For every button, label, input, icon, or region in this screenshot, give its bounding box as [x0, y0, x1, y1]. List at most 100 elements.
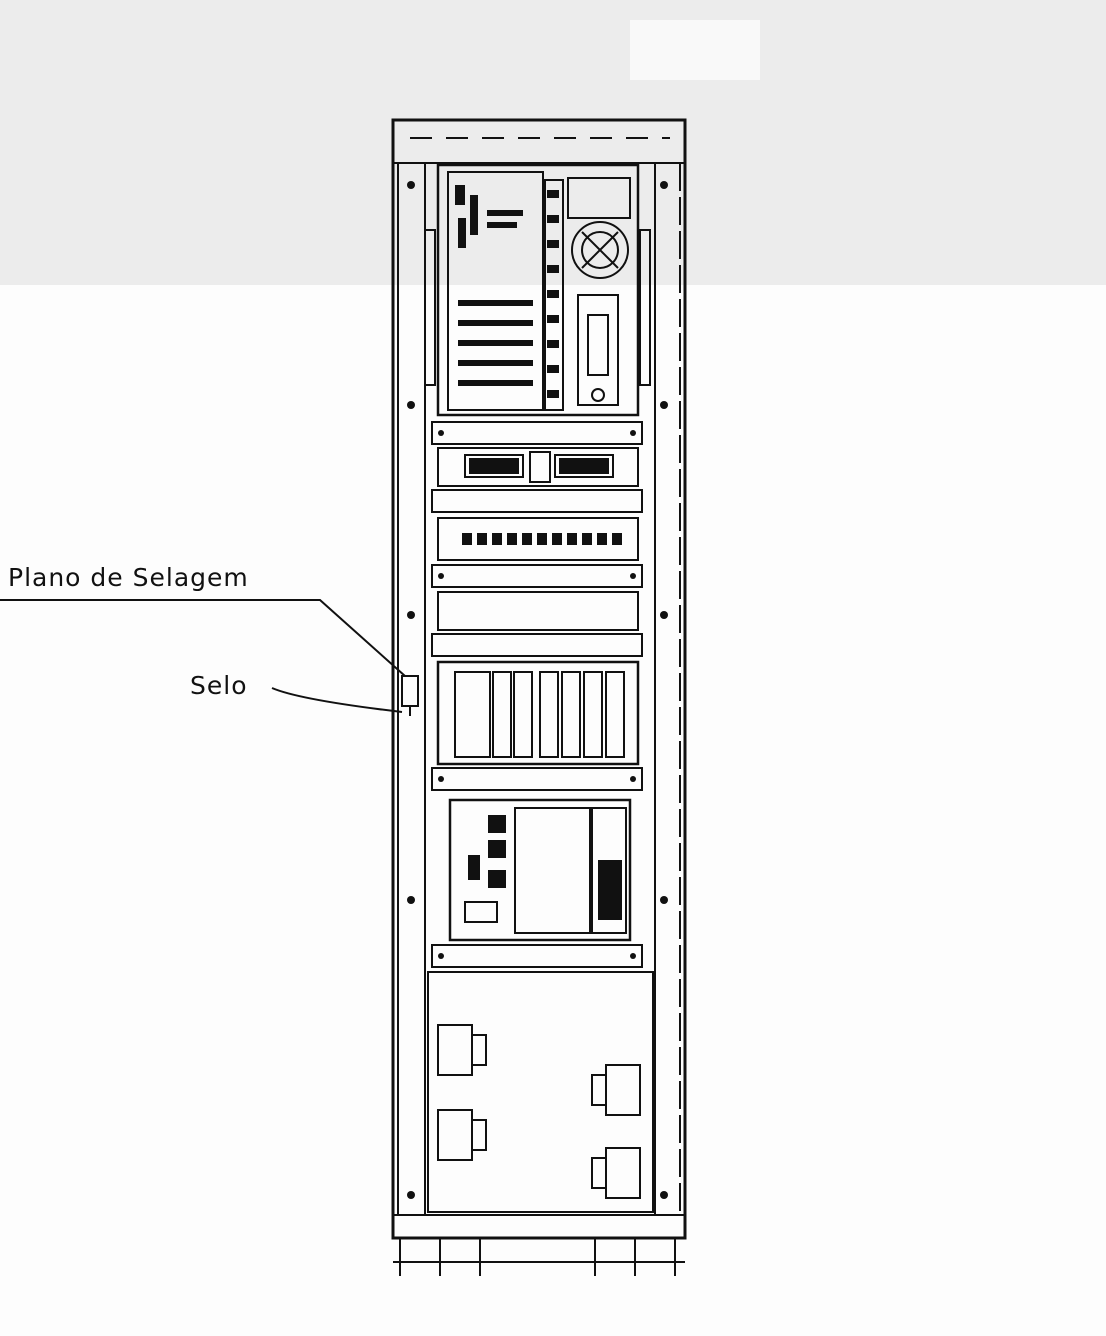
terminal-fill	[598, 860, 622, 920]
screw	[407, 896, 415, 904]
port	[567, 533, 577, 545]
card	[458, 380, 533, 386]
port	[507, 533, 517, 545]
seal-label: Selo	[190, 671, 248, 700]
port	[552, 533, 562, 545]
port	[522, 533, 532, 545]
chip	[487, 222, 517, 228]
outlet-plug	[591, 1157, 607, 1189]
plc-module	[605, 671, 625, 758]
slot-tab	[547, 390, 559, 398]
slot-tab	[547, 215, 559, 223]
display-fill	[559, 458, 609, 474]
outlet	[605, 1147, 641, 1199]
outlet	[437, 1109, 473, 1161]
screw	[438, 776, 444, 782]
plc-module	[539, 671, 559, 758]
chip	[470, 195, 478, 235]
card	[458, 360, 533, 366]
psu-top	[567, 177, 631, 219]
slot-tab	[547, 315, 559, 323]
screw	[438, 573, 444, 579]
fan-inner	[581, 231, 619, 269]
bottom-compartment	[427, 971, 654, 1213]
display-window	[554, 454, 614, 478]
power-module	[514, 807, 591, 934]
slot-tab	[547, 290, 559, 298]
chip	[455, 185, 465, 205]
outlet-plug	[591, 1074, 607, 1106]
display-window	[464, 454, 524, 478]
outlet-plug	[471, 1119, 487, 1151]
screw	[630, 776, 636, 782]
port	[582, 533, 592, 545]
blank-panel	[437, 591, 639, 631]
seal-leader	[271, 687, 403, 713]
slot-tab	[547, 340, 559, 348]
screw	[407, 1191, 415, 1199]
card	[458, 340, 533, 346]
panel-bar	[431, 767, 643, 791]
plc-module	[492, 671, 512, 758]
seal-plane-label: Plano de Selagem	[8, 563, 249, 592]
computer-unit	[436, 163, 640, 417]
panel-bar	[431, 564, 643, 588]
panel-bar	[431, 944, 643, 968]
slot-column	[544, 179, 564, 411]
port	[597, 533, 607, 545]
plc-rack	[436, 660, 640, 766]
screw	[660, 181, 668, 189]
port	[477, 533, 487, 545]
breaker	[468, 855, 480, 880]
port	[462, 533, 472, 545]
display-fill	[469, 458, 519, 474]
power-button	[591, 388, 605, 402]
terminal-block	[591, 807, 627, 934]
plc-module	[513, 671, 533, 758]
leader-lines	[0, 599, 406, 713]
switch-center	[529, 451, 551, 483]
switch-unit	[437, 447, 639, 487]
motherboard	[447, 171, 544, 411]
drive-slot	[587, 314, 609, 376]
screw	[630, 573, 636, 579]
screw	[630, 953, 636, 959]
panel-bar	[431, 633, 643, 657]
rack-cabinet	[391, 118, 687, 1276]
screw	[660, 611, 668, 619]
screw	[407, 611, 415, 619]
fan	[571, 221, 629, 279]
seal-device	[401, 675, 419, 707]
card	[458, 320, 533, 326]
drive-bay	[577, 294, 619, 406]
screw	[630, 430, 636, 436]
screw	[438, 953, 444, 959]
scan-shading	[0, 0, 1106, 285]
plc-module	[583, 671, 603, 758]
card	[458, 300, 533, 306]
filled-details	[455, 185, 622, 920]
outlet-plug	[471, 1034, 487, 1066]
port	[492, 533, 502, 545]
power-panel	[448, 798, 632, 942]
side-rail	[639, 229, 651, 386]
relay	[488, 815, 506, 833]
relay	[488, 840, 506, 858]
outlet	[605, 1064, 641, 1116]
screw	[660, 1191, 668, 1199]
panel-bar	[431, 421, 643, 445]
port	[612, 533, 622, 545]
seal-plane-leader	[0, 599, 406, 677]
chip	[487, 210, 523, 216]
relay	[488, 870, 506, 888]
outlet	[437, 1024, 473, 1076]
slot-tab	[547, 365, 559, 373]
plc-module	[561, 671, 581, 758]
slot-tab	[547, 190, 559, 198]
plc-cpu	[454, 671, 491, 758]
slot-tab	[547, 265, 559, 273]
rack-outer-frame	[391, 118, 687, 1240]
mounting-screws	[407, 181, 668, 1199]
